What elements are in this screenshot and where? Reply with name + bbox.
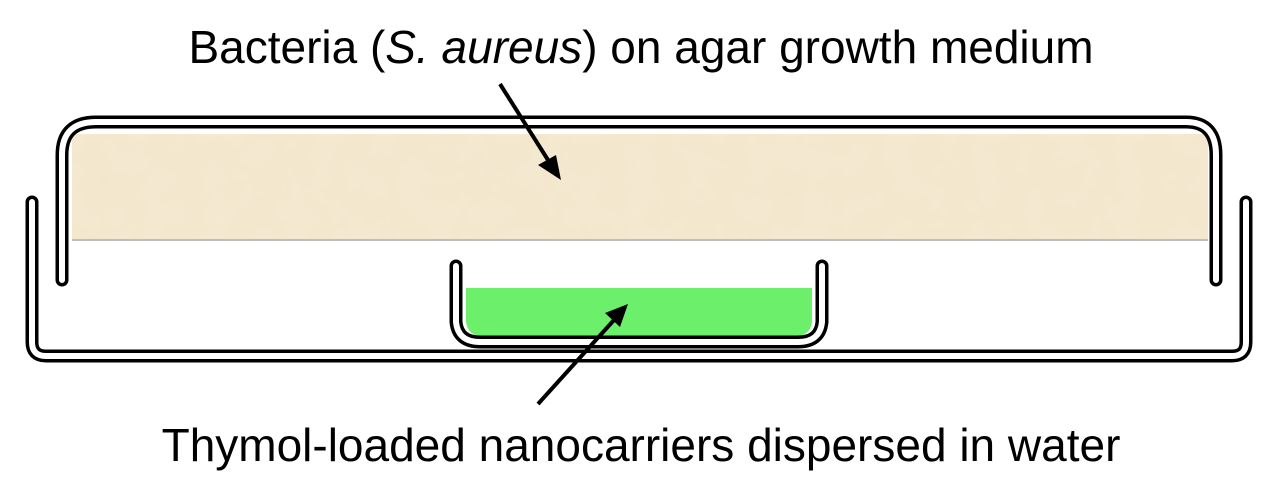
agar-pointer-arrow [498, 82, 561, 180]
agar-label-suffix: ) on agar growth medium [582, 21, 1094, 73]
outer-base-dish [25, 195, 1253, 363]
agar-label-prefix: Bacteria ( [188, 21, 386, 73]
agar-dish-lid [55, 115, 1223, 287]
agar-growth-medium [72, 134, 1208, 240]
nanocarrier-solution [466, 288, 812, 336]
agar-label: Bacteria (S. aureus) on agar growth medi… [0, 24, 1282, 70]
bacteria-species-name: S. aureus [385, 21, 583, 73]
solution-pointer-arrow [536, 304, 628, 406]
small-solution-dish [449, 259, 829, 349]
nanocarrier-label: Thymol-loaded nanocarriers dispersed in … [161, 419, 1121, 471]
